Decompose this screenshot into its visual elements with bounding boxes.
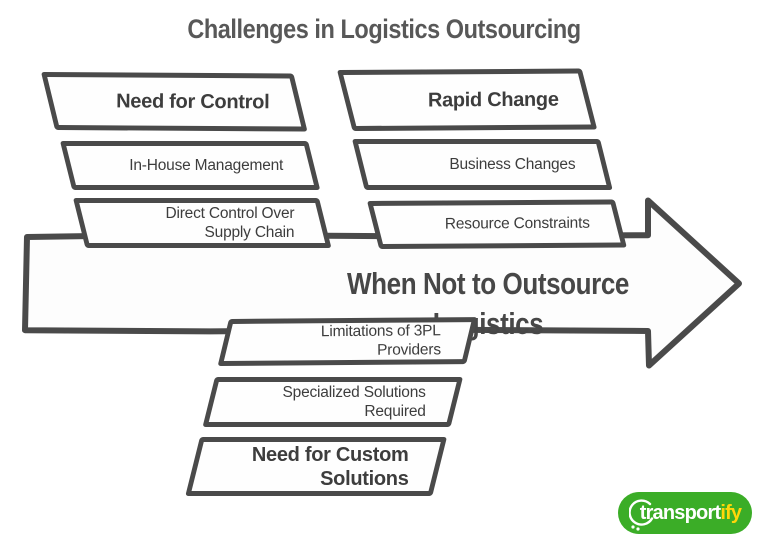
box-label: Direct Control Over Supply Chain: [165, 204, 295, 241]
box-resource-constraints: Resource Constraints: [367, 199, 627, 249]
logo-transportify: transportify: [618, 492, 752, 534]
logo-text: transportify: [640, 502, 742, 525]
box-need-for-control: Need for Control: [41, 72, 308, 132]
box-label: Limitations of 3PL Providers: [320, 322, 441, 360]
logo-swoosh-icon: [628, 499, 653, 531]
logo-suffix-text: ify: [720, 501, 742, 524]
logo-brand-text: transport: [639, 501, 721, 524]
box-need-for-custom-solutions: Need for Custom Solutions: [185, 437, 447, 496]
box-specialized-solutions-required: Specialized Solutions Required: [202, 377, 463, 427]
box-label: Business Changes: [449, 155, 576, 173]
box-direct-control-over-supply-chain: Direct Control Over Supply Chain: [73, 198, 332, 248]
box-label: Specialized Solutions Required: [282, 383, 426, 420]
box-rapid-change: Rapid Change: [337, 68, 598, 131]
box-label: Resource Constraints: [444, 214, 590, 233]
box-business-changes: Business Changes: [352, 139, 613, 190]
box-label: In-House Management: [129, 156, 284, 174]
box-label: Need for Custom Solutions: [252, 443, 409, 490]
box-in-house-management: In-House Management: [60, 141, 321, 190]
box-label: Need for Control: [116, 90, 270, 114]
box-label: Rapid Change: [427, 88, 559, 112]
diagram-title: Challenges in Logistics Outsourcing: [187, 14, 581, 44]
box-limitations-of-3pl-providers: Limitations of 3PL Providers: [217, 317, 478, 366]
